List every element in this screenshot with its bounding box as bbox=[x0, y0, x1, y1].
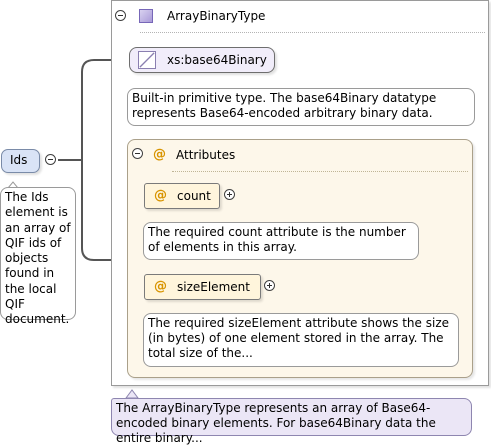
size-element-attribute-name: sizeElement bbox=[177, 280, 250, 294]
ids-element-documentation: The Ids element is an array of QIF ids o… bbox=[0, 187, 76, 326]
type-name: ArrayBinaryType bbox=[167, 9, 266, 23]
ids-collapse-toggle[interactable] bbox=[45, 154, 56, 165]
count-expand-toggle[interactable] bbox=[224, 189, 235, 200]
size-element-attribute-node[interactable] bbox=[144, 274, 261, 300]
type-collapse-toggle[interactable] bbox=[115, 10, 126, 21]
type-documentation: The ArrayBinaryType represents an array … bbox=[111, 398, 472, 445]
base-type-name: xs:base64Binary bbox=[167, 53, 267, 67]
count-attribute-node[interactable] bbox=[144, 183, 220, 209]
size-element-expand-toggle[interactable] bbox=[264, 280, 275, 291]
count-at-icon: @ bbox=[154, 188, 167, 203]
type-header-divider bbox=[140, 32, 485, 33]
size-element-attribute-documentation: The required sizeElement attribute shows… bbox=[143, 313, 459, 367]
simple-type-icon bbox=[138, 51, 156, 69]
attributes-header-divider bbox=[172, 171, 468, 172]
complex-type-icon bbox=[139, 9, 153, 23]
ids-to-attributes-connector bbox=[81, 160, 127, 261]
base-type-documentation: Built-in primitive type. The base64Binar… bbox=[127, 88, 475, 126]
attributes-label: Attributes bbox=[176, 148, 236, 162]
count-attribute-documentation: The required count attribute is the numb… bbox=[143, 222, 419, 260]
type-doc-pointer bbox=[125, 389, 139, 399]
ids-element-node[interactable] bbox=[1, 149, 40, 173]
count-attribute-name: count bbox=[177, 189, 211, 203]
ids-to-base-connector bbox=[58, 59, 129, 161]
attributes-collapse-toggle[interactable] bbox=[132, 148, 143, 159]
ids-element-name: Ids bbox=[10, 153, 28, 167]
size-element-at-icon: @ bbox=[154, 279, 167, 294]
attributes-at-icon: @ bbox=[153, 147, 166, 162]
